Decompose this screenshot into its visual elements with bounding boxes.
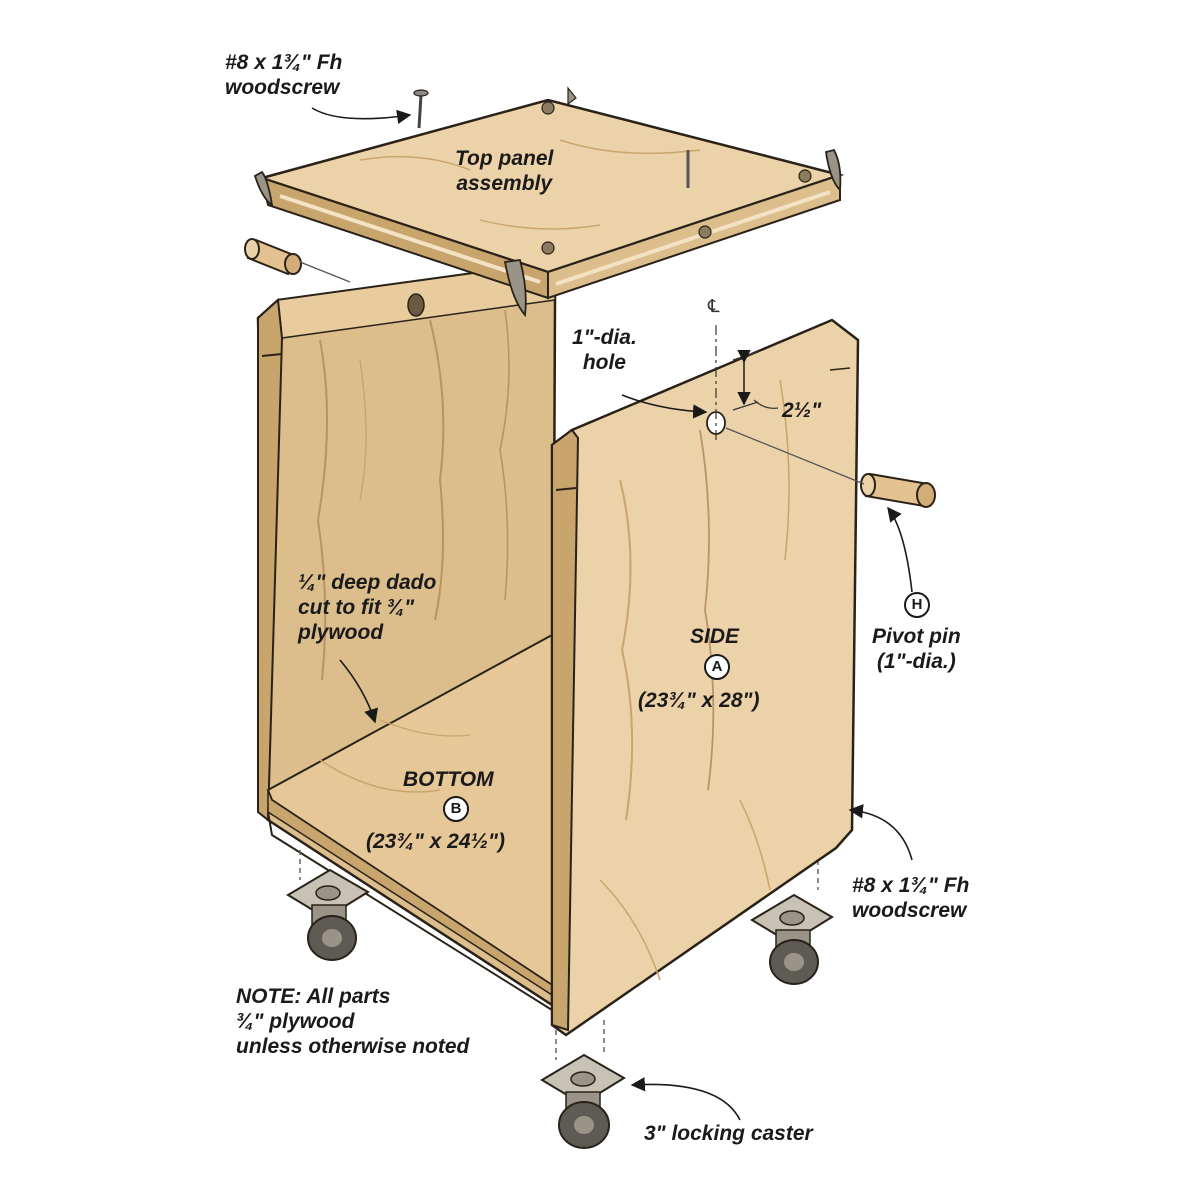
leader-caster [630, 1077, 741, 1121]
label-line: (1"-dia.) [876, 650, 956, 673]
part-badge-h: H [904, 592, 930, 618]
label-line: woodscrew [225, 76, 340, 99]
label-line: assembly [456, 172, 553, 195]
label-side-screw: #8 x 1¾" Fh woodscrew [852, 873, 969, 923]
centerline-symbol: ℄ [708, 296, 720, 316]
dimension-2-5 [732, 349, 779, 411]
label-hole: 1"-dia. hole [572, 325, 637, 375]
top-clamp-front [503, 259, 527, 318]
label-pivot: Pivot pin (1"-dia.) [872, 624, 961, 674]
pivot-pin-left [244, 238, 351, 283]
label-line: ¾" plywood [236, 1010, 355, 1033]
label-top-screw: #8 x 1¾" Fh woodscrew [225, 50, 342, 100]
label-line: Top panel [455, 147, 554, 170]
top-clamp-left [253, 170, 274, 207]
label-line: ¼" deep dado [298, 571, 437, 594]
leader-top-screw [311, 107, 412, 124]
caster-back-left [286, 850, 370, 961]
part-badge-b: B [443, 796, 469, 822]
top-panel-assembly [253, 86, 845, 318]
label-line: #8 x 1¾" Fh [225, 51, 343, 74]
leader-side-screw [848, 804, 913, 861]
label-bottom-name: BOTTOM [403, 768, 494, 791]
label-line: Pivot pin [872, 625, 961, 648]
label-line: #8 x 1¾" Fh [852, 874, 970, 897]
caster-front [540, 1020, 626, 1149]
label-hole-offset: 2½" [782, 399, 822, 422]
label-side-name: SIDE [690, 625, 740, 648]
front-side-panel [550, 318, 860, 1037]
label-dado: ¼" deep dado cut to fit ¾" plywood [298, 570, 436, 645]
label-line: 1"-dia. [572, 326, 637, 349]
label-caster: 3" locking caster [644, 1122, 813, 1145]
part-badge-a: A [704, 654, 730, 680]
label-note: NOTE: All parts ¾" plywood unless otherw… [236, 984, 469, 1059]
label-bottom-dims: (23¾" x 24½") [366, 830, 505, 853]
label-line: cut to fit ¾" [298, 596, 415, 619]
label-line: NOTE: All parts [236, 985, 391, 1008]
pivot-hole-back [407, 293, 425, 317]
label-top-panel: Top panel assembly [455, 146, 553, 196]
leader-pivot [887, 506, 913, 593]
top-clamp-right [824, 148, 842, 193]
label-line: unless otherwise noted [236, 1035, 470, 1058]
label-line: woodscrew [852, 899, 967, 922]
woodscrew-top [413, 89, 429, 129]
label-line: hole [582, 351, 626, 374]
label-line: plywood [298, 621, 384, 644]
leader-dado [339, 659, 379, 724]
label-side-dims: (23¾" x 28") [638, 689, 760, 712]
pivot-pin-right [725, 427, 936, 508]
caster-back-right [750, 860, 834, 985]
leader-hole [621, 394, 708, 419]
